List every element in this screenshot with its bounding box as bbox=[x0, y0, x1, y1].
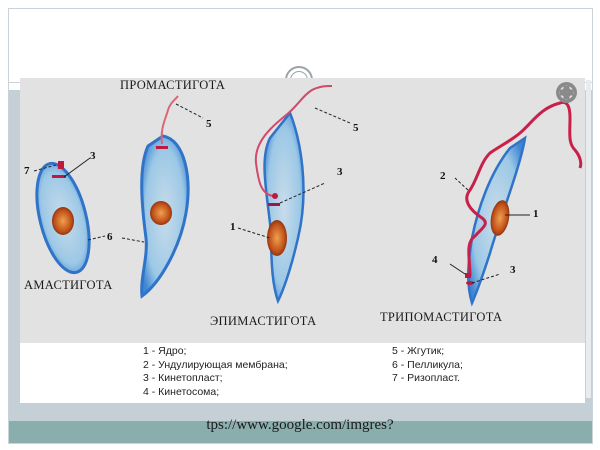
scrollbar[interactable] bbox=[586, 80, 591, 398]
legend-item-kinetoplast: 3 - Кинетопласт; bbox=[143, 372, 223, 384]
amastigote-cell bbox=[33, 157, 106, 275]
marker-1-trypomastigote: 1 bbox=[533, 208, 539, 220]
label-promastigote: ПРОМАСТИГОТА bbox=[120, 78, 226, 92]
marker-4: 4 bbox=[432, 254, 438, 266]
marker-3-amastigote: 3 bbox=[90, 150, 96, 162]
marker-3-epimastigote: 3 bbox=[337, 166, 343, 178]
expand-button[interactable] bbox=[556, 82, 577, 103]
label-trypomastigote: ТРИПОМАСТИГОТА bbox=[380, 310, 503, 324]
label-amastigote: АМАСТИГОТА bbox=[24, 278, 113, 292]
marker-6: 6 bbox=[107, 231, 113, 243]
marker-5-promastigote: 5 bbox=[206, 118, 212, 130]
legend-item-pellicle: 6 - Пелликула; bbox=[392, 358, 463, 371]
legend-item-undulating-membrane: 2 - Ундулирующая мембрана; bbox=[143, 358, 288, 371]
legend-item-rhizoplast: 7 - Ризопласт. bbox=[392, 372, 461, 384]
marker-5-epimastigote: 5 bbox=[353, 122, 359, 134]
source-url-text: tps://www.google.com/imgres? bbox=[206, 417, 394, 433]
diagram-image: ПРОМАСТИГОТА АМАСТИГОТА ЭПИМАСТИГОТА ТРИ… bbox=[20, 78, 585, 343]
marker-1-epimastigote: 1 bbox=[230, 221, 236, 233]
marker-3-trypomastigote: 3 bbox=[510, 264, 516, 276]
trypomastigote-cell bbox=[449, 100, 583, 307]
expand-icon bbox=[559, 85, 574, 100]
legend-right-column: 5 - Жгутик; 6 - Пелликула; 7 - Ризопласт… bbox=[392, 345, 463, 386]
leishmania-trypanosoma-stages-illustration bbox=[33, 85, 583, 307]
promastigote-cell bbox=[121, 95, 204, 299]
epimastigote-cell bbox=[237, 85, 351, 305]
legend-item-kinetosome: 4 - Кинетосома; bbox=[143, 385, 220, 398]
legend-item-flagellum: 5 - Жгутик; bbox=[392, 345, 445, 357]
legend-left-column: 1 - Ядро; 2 - Ундулирующая мембрана; 3 -… bbox=[143, 345, 288, 399]
marker-2: 2 bbox=[440, 170, 446, 182]
label-epimastigote: ЭПИМАСТИГОТА bbox=[210, 314, 317, 328]
footer-band bbox=[9, 421, 592, 443]
marker-7-amastigote: 7 bbox=[24, 165, 30, 177]
legend-panel: 1 - Ядро; 2 - Ундулирующая мембрана; 3 -… bbox=[20, 343, 585, 403]
footer-band-light bbox=[9, 398, 592, 421]
legend-item-nucleus: 1 - Ядро; bbox=[143, 345, 187, 357]
